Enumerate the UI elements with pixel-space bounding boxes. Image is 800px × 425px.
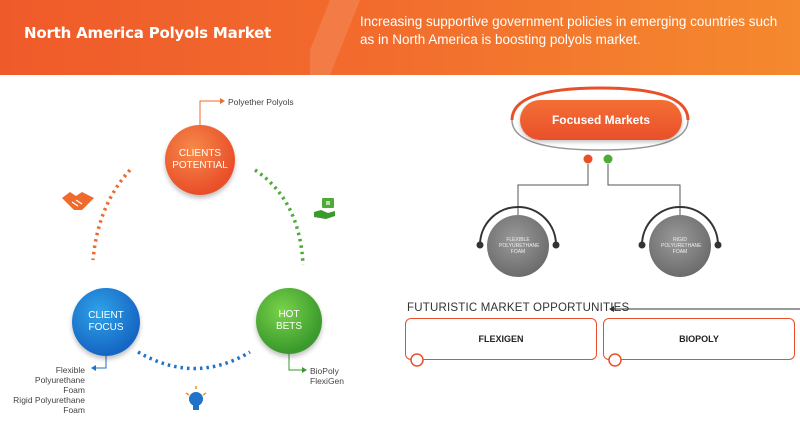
- opportunity-box: BIOPOLY: [603, 318, 795, 360]
- clients-potential-note: Polyether Polyols: [228, 97, 294, 107]
- hot-bets-circle: HOT BETS: [256, 288, 322, 354]
- opportunity-box: FLEXIGEN: [405, 318, 597, 360]
- client-focus-notes: Flexible Polyurethane Foam Rigid Polyure…: [0, 365, 85, 415]
- focused-market-label: RIGID POLYURETHANE FOAM: [661, 237, 702, 255]
- header-banner: North America Polyols Market Increasing …: [0, 0, 800, 75]
- page-title: North America Polyols Market: [24, 24, 272, 42]
- client-focus-note: Polyurethane: [34, 375, 85, 385]
- focused-market-disc: RIGID POLYURETHANE FOAM: [649, 215, 711, 277]
- clients-potential-circle: CLIENTS POTENTIAL: [165, 125, 235, 195]
- hot-bets-label: HOT BETS: [275, 309, 303, 332]
- focused-market-label: FLEXIBLE POLYURETHANE FOAM: [499, 237, 540, 255]
- hot-bets-note: BioPoly: [310, 366, 339, 376]
- focused-market-disc: FLEXIBLE POLYURETHANE FOAM: [487, 215, 549, 277]
- opportunity-label: FLEXIGEN: [478, 334, 524, 344]
- client-focus-note: Foam: [63, 405, 85, 415]
- client-focus-note: Foam: [63, 385, 85, 395]
- client-focus-label: CLIENT FOCUS: [88, 310, 124, 333]
- client-focus-note: Rigid Polyurethane: [13, 395, 85, 405]
- handshake-icon: [62, 192, 94, 210]
- hot-bets-notes: BioPoly FlexiGen: [310, 366, 344, 386]
- header-divider: [310, 0, 360, 75]
- futuristic-title: FUTURISTIC MARKET OPPORTUNITIES: [407, 302, 630, 314]
- client-focus-note: Flexible: [55, 365, 85, 375]
- lightbulb-icon: [185, 386, 207, 410]
- header-description: Increasing supportive government policie…: [360, 14, 778, 47]
- clients-potential-label: CLIENTS POTENTIAL: [172, 148, 228, 171]
- client-focus-circle: CLIENT FOCUS: [72, 288, 140, 356]
- money-hand-icon: [314, 198, 335, 219]
- focused-markets-title: Focused Markets: [520, 100, 682, 140]
- hot-bets-note: FlexiGen: [310, 376, 345, 386]
- opportunity-label: BIOPOLY: [679, 334, 719, 344]
